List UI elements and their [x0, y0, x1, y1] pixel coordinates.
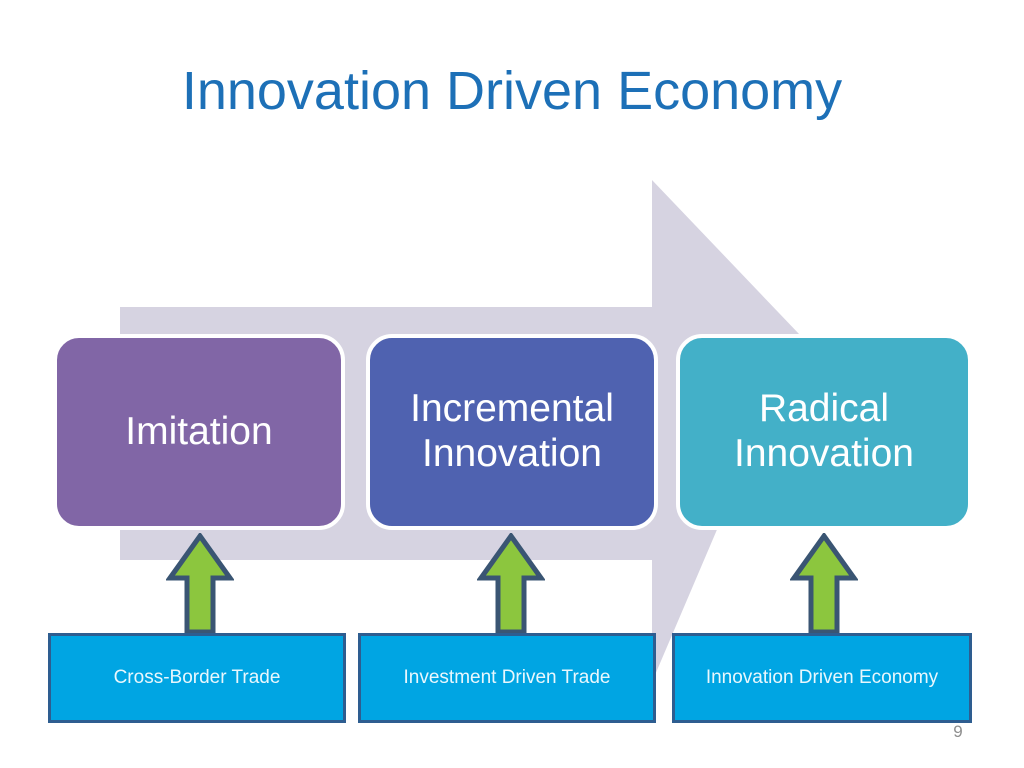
- page-number: 9: [953, 722, 963, 741]
- up-arrow-icon-2: [477, 533, 545, 635]
- stage-box-imitation[interactable]: Imitation: [53, 334, 345, 530]
- stage-box-incremental-innovation[interactable]: Incremental Innovation: [366, 334, 658, 530]
- stage-box-label: Imitation: [125, 409, 273, 453]
- stage-box-label: Incremental Innovation: [410, 387, 614, 475]
- source-box-label: Innovation Driven Economy: [705, 667, 939, 689]
- up-arrow-icon-1: [166, 533, 234, 635]
- up-arrow-icon-3: [790, 533, 858, 635]
- stage-box-label: Radical Innovation: [734, 387, 914, 475]
- source-box-innovation-driven-economy[interactable]: Innovation Driven Economy: [672, 633, 972, 723]
- page-title: Innovation Driven Economy: [181, 61, 843, 121]
- source-box-label: Cross-Border Trade: [113, 667, 281, 689]
- stage-box-radical-innovation[interactable]: Radical Innovation: [676, 334, 972, 530]
- source-box-investment-driven-trade[interactable]: Investment Driven Trade: [358, 633, 656, 723]
- source-box-cross-border-trade[interactable]: Cross-Border Trade: [48, 633, 346, 723]
- source-box-label: Investment Driven Trade: [403, 667, 611, 689]
